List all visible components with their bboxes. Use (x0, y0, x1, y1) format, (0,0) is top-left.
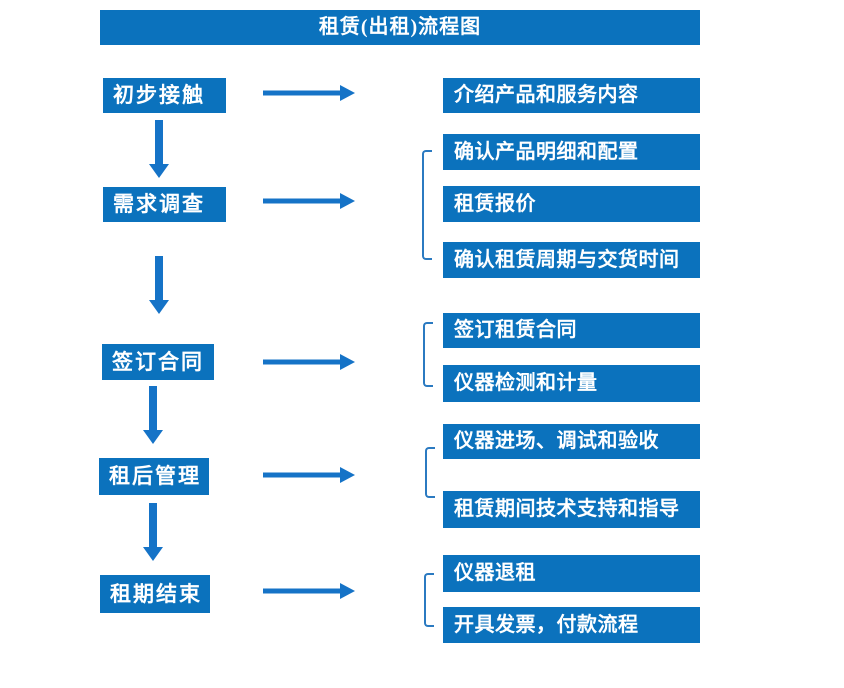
output-box-instrument-return: 仪器退租 (443, 555, 700, 592)
output-box-rental-tech-support: 租赁期间技术支持和指导 (443, 491, 700, 528)
right-arrow-sign-contract (263, 354, 355, 370)
down-arrow-3 (143, 386, 163, 444)
output-box-introduce-products-services: 介绍产品和服务内容 (443, 78, 700, 113)
output-box-confirm-product-details: 确认产品明细和配置 (443, 134, 700, 170)
step-box-demand-survey: 需求调查 (103, 187, 226, 222)
output-box-sign-rental-contract: 签订租赁合同 (443, 313, 700, 348)
bracket-sign-contract-outputs (423, 322, 433, 387)
step-box-sign-contract: 签订合同 (102, 344, 214, 380)
bracket-post-rental-outputs (425, 447, 435, 498)
right-arrow-initial-contact (263, 85, 355, 101)
step-box-post-rental-management: 租后管理 (99, 458, 209, 495)
down-arrow-1 (149, 120, 169, 178)
output-box-invoice-payment-process: 开具发票，付款流程 (443, 607, 700, 643)
down-arrow-4 (143, 503, 163, 561)
down-arrow-2 (149, 256, 169, 314)
bracket-lease-end-outputs (424, 573, 434, 627)
right-arrow-post-rental (263, 467, 355, 483)
output-box-instrument-inspection-measurement: 仪器检测和计量 (443, 365, 700, 402)
bracket-demand-survey-outputs (422, 150, 432, 260)
step-box-lease-end: 租期结束 (100, 575, 210, 613)
right-arrow-demand-survey (263, 193, 355, 209)
output-box-rental-quotation: 租赁报价 (443, 186, 700, 222)
output-box-confirm-period-delivery: 确认租赁周期与交货时间 (443, 242, 700, 278)
flowchart-title-bar: 租赁(出租)流程图 (100, 10, 700, 45)
right-arrow-lease-end (263, 583, 355, 599)
output-box-instrument-entry-acceptance: 仪器进场、调试和验收 (443, 424, 700, 459)
flowchart-title-text: 租赁(出租)流程图 (318, 16, 482, 38)
step-box-initial-contact: 初步接触 (103, 78, 226, 113)
